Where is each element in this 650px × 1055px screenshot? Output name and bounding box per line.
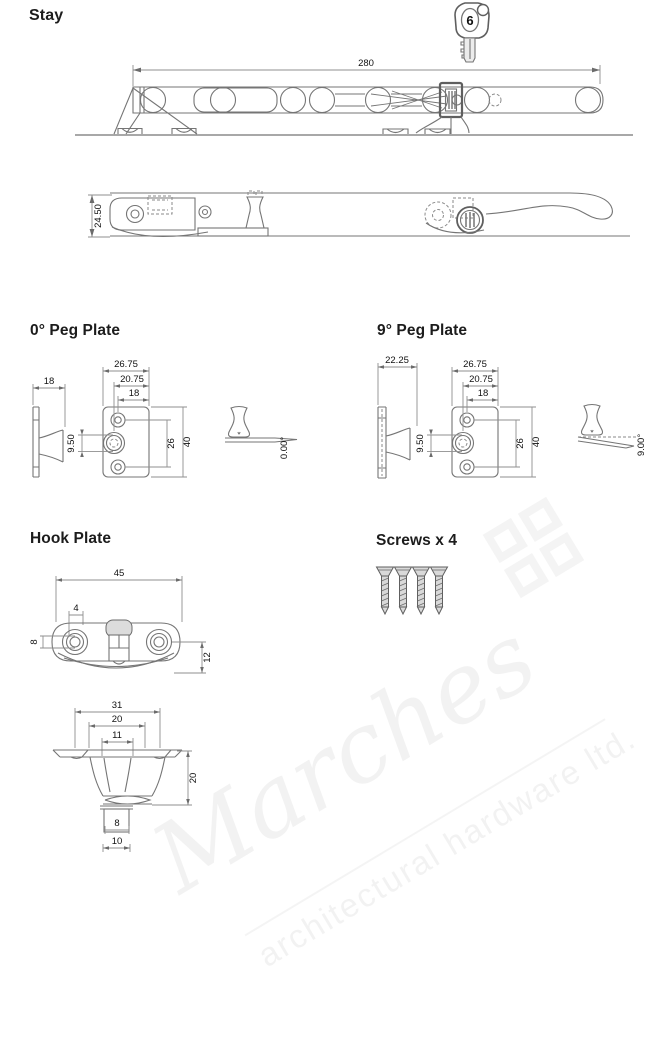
peg-plate-9-side-width-label: 22.25: [385, 355, 409, 366]
stay-bar: [132, 86, 604, 114]
peg-plate-0-inner-width-label: 20.75: [120, 374, 144, 385]
peg-plate-0-side-width-dimension: 18: [32, 376, 66, 427]
screws-drawing: [375, 566, 449, 616]
peg-plate-9-front-view: [451, 406, 499, 478]
stay-height-dimension: 24.50: [88, 194, 112, 238]
peg-plate-9-hole-spacing-dimension: 26: [474, 419, 526, 468]
stay-plan-view-drawing: 6 280: [75, 2, 633, 136]
section-title-screws: Screws x 4: [376, 532, 458, 549]
peg-plate-9-hole-inset-label: 18: [478, 388, 489, 399]
peg-0-angle-label: 0.00°: [279, 437, 290, 459]
hook-flange-width-dimension: 31: [74, 700, 161, 748]
hook-taper-width-label: 20: [112, 714, 123, 725]
hook-taper-width-dimension: 20: [88, 714, 146, 748]
peg-plate-9-side-view: 22.25: [377, 355, 418, 479]
peg-plate-0-hole-spacing-label: 26: [166, 438, 177, 449]
peg-plate-0-hole-inset-dimension: 18: [117, 388, 149, 412]
section-title-hook-plate: Hook Plate: [30, 530, 112, 547]
hook-bore-width-dimension: 11: [101, 730, 134, 756]
hook-plate-hole-offset-label: 8: [29, 639, 40, 644]
peg-plate-0-width-label: 26.75: [114, 359, 138, 370]
hook-plate-hole-offset-dimension: 8: [29, 635, 75, 649]
hook-base-width-label: 10: [112, 836, 123, 847]
peg-plate-0-front-view: [102, 406, 150, 478]
section-title-peg-plate-9: 9° Peg Plate: [377, 322, 468, 339]
stay-height-label: 24.50: [93, 204, 104, 228]
hook-flange-width-label: 31: [112, 700, 123, 711]
hook-bore-width-label: 11: [112, 730, 122, 741]
peg-plate-9-drawing: 22.25 26.75 20.75 18 9.: [377, 355, 647, 479]
peg-plate-9-hole-inset-dimension: 18: [466, 388, 498, 412]
watermark-subtitle: architectural hardware ltd.: [251, 718, 643, 974]
peg-plate-0-drawing: 18 26.75 20.75 18 9.50: [32, 359, 298, 478]
key-icon: 6: [454, 2, 490, 63]
peg-9-profile-view: 9.00°: [577, 403, 647, 456]
stay-side-view-drawing: 24.50: [88, 190, 630, 238]
peg-plate-0-side-view: 18: [32, 376, 66, 478]
key-number-label: 6: [466, 13, 473, 28]
hook-funnel-body: [52, 749, 183, 833]
page-title: Stay: [29, 7, 64, 24]
stay-left-bracket: [113, 87, 198, 135]
hook-height-dimension: 20: [152, 750, 199, 806]
peg-plate-0-hole-offset-dimension: 9.50: [66, 429, 113, 457]
hook-neck-width-dimension: 8: [104, 818, 130, 834]
peg-plate-9-width-label: 26.75: [463, 359, 487, 370]
hook-plate-lip-depth-label: 12: [202, 652, 213, 663]
peg-plate-0-height-dimension: 40: [151, 406, 193, 478]
peg-plate-0-inner-width-dimension: 20.75: [113, 374, 149, 431]
peg-plate-9-hole-offset-label: 9.50: [415, 434, 426, 453]
peg-plate-9-hole-offset-dimension: 9.50: [415, 429, 462, 457]
peg-plate-9-hole-spacing-label: 26: [515, 438, 526, 449]
screw-4: [429, 566, 449, 616]
hook-plate-top-view-drawing: 45 4 8 12: [29, 568, 213, 674]
hook-neck-width-label: 8: [114, 818, 119, 829]
hook-plate-lip-depth-dimension: 12: [172, 641, 213, 674]
stay-length-dimension: 280: [132, 58, 601, 86]
peg-plate-0-height-label: 40: [182, 437, 193, 448]
peg-plate-9-width-dimension: 26.75: [451, 359, 499, 406]
section-title-peg-plate-0: 0° Peg Plate: [30, 322, 121, 339]
peg-0-profile-view: 0.00°: [225, 405, 298, 459]
watermark-underline: [244, 718, 606, 937]
peg-plate-0-hole-spacing-dimension: 26: [125, 419, 177, 468]
peg-plate-0-hole-inset-label: 18: [129, 388, 140, 399]
hook-plate-side-view-drawing: 31 20 11 20 8: [52, 700, 199, 852]
peg-plate-0-hole-offset-label: 9.50: [66, 434, 77, 453]
screw-3: [411, 566, 431, 616]
peg-plate-9-height-dimension: 40: [500, 406, 542, 478]
hook-plate-width-dimension: 45: [55, 568, 183, 622]
hook-plate-width-label: 45: [114, 568, 125, 579]
watermark-logo-squares: [482, 496, 587, 600]
peg-plate-0-side-width-label: 18: [44, 376, 55, 387]
peg-plate-9-side-width-dimension: 22.25: [377, 355, 418, 426]
hook-height-label: 20: [188, 773, 199, 784]
hook-plate-slot-dimension: 4: [68, 603, 84, 637]
peg-plate-9-height-label: 40: [531, 437, 542, 448]
stay-length-label: 280: [358, 58, 374, 69]
peg-plate-9-inner-width-dimension: 20.75: [462, 374, 498, 431]
stay-lock-body: [438, 81, 464, 119]
peg-plate-0-width-dimension: 26.75: [102, 359, 150, 406]
hook-base-width-dimension: 10: [102, 836, 131, 852]
screw-2: [393, 566, 413, 616]
screw-1: [375, 566, 395, 616]
hook-plate-slot-label: 4: [73, 603, 78, 614]
stay-side-profile: [109, 190, 630, 238]
peg-9-angle-label: 9.00°: [636, 434, 647, 456]
hook-plate-body: [51, 619, 181, 669]
peg-plate-9-inner-width-label: 20.75: [469, 374, 493, 385]
stay-right-bracket: [382, 116, 470, 134]
